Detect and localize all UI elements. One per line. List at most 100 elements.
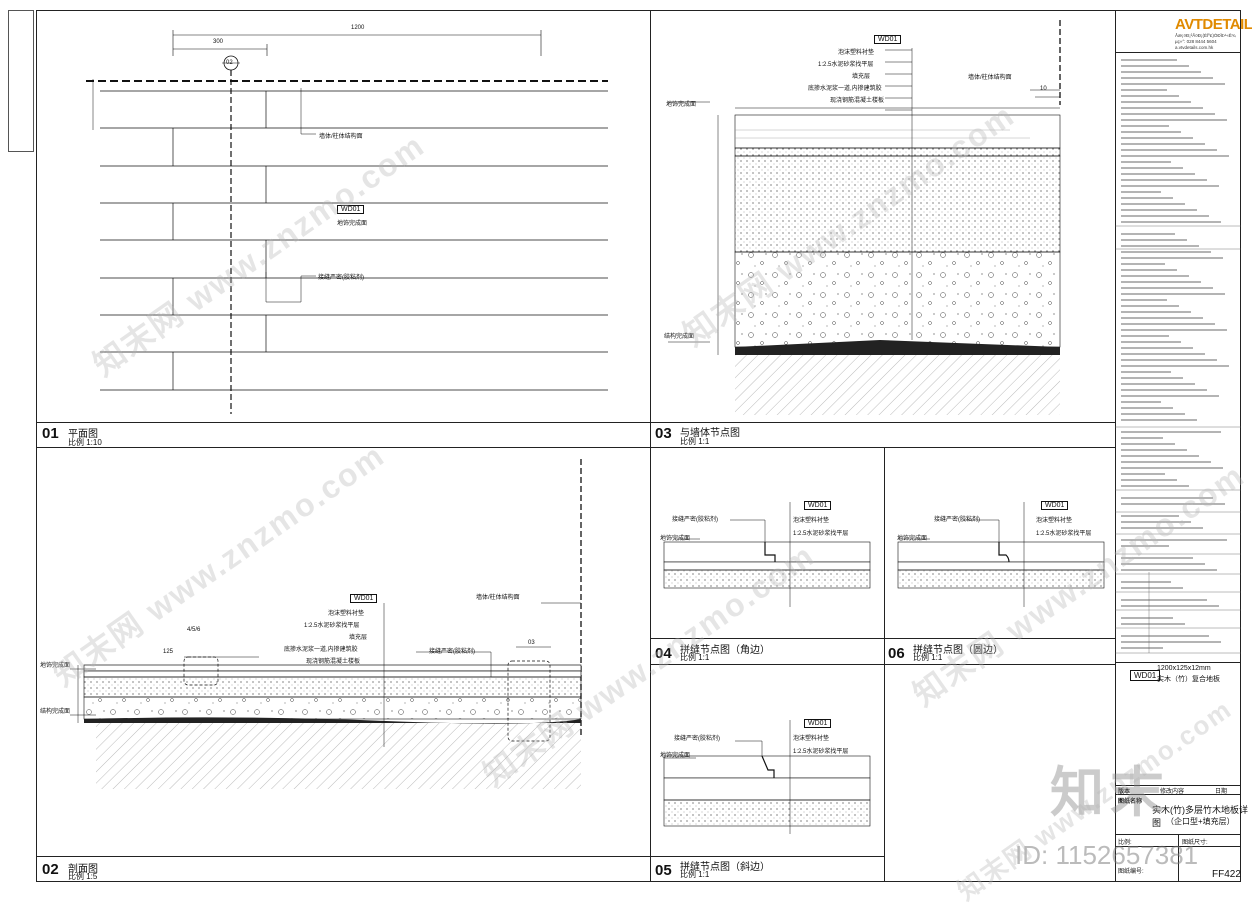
brand-tel: µç»°: 028 8444 5604 — [1175, 39, 1217, 44]
divider — [36, 447, 1115, 448]
divider — [1115, 794, 1241, 795]
drawing-number: FF422 — [1212, 869, 1241, 880]
wall-structure-label: 结构完成面 — [664, 334, 695, 340]
material-tag: WD01 — [1130, 670, 1161, 681]
drawing-title: 实木(竹)多层竹木地板详图 — [1152, 805, 1248, 828]
panel-05-number: 05 — [655, 862, 672, 879]
section-structure-label: 结构完成面 — [40, 709, 71, 715]
joint-06-label: 接缝严密(胶粘剂) — [934, 517, 980, 523]
plan-finish-label: 地饰完成面 — [337, 221, 368, 227]
divider — [884, 664, 885, 882]
wall-layer-5: 现浇钢筋混凝土楼板 — [830, 98, 885, 104]
wall-layer-2: 1:2.5水泥砂浆找平层 — [818, 62, 874, 68]
divider — [36, 856, 650, 857]
joint-04-label: 接缝严密(胶粘剂) — [672, 517, 718, 523]
divider — [884, 447, 885, 664]
scale-label: 比例: — [1118, 840, 1132, 846]
panel-02-title: 剖面图 — [68, 864, 98, 875]
divider — [1115, 662, 1241, 663]
divider — [650, 638, 1115, 639]
section-layer-5: 现浇钢筋混凝土楼板 — [306, 659, 361, 665]
panel-05-scale: 比例 1:1 — [680, 870, 710, 879]
divider — [1115, 785, 1241, 786]
section-layer-3: 填充层 — [349, 635, 368, 641]
wall-material-tag: WD01 — [874, 35, 902, 44]
date-label: 日期 — [1215, 789, 1228, 795]
panel-06-number: 06 — [888, 645, 905, 662]
watermark-brand: 知末 — [1050, 763, 1170, 823]
wall-finish-label: 地饰完成面 — [666, 102, 697, 108]
panel-05-title: 拼缝节点图（斜边） — [680, 862, 770, 873]
joint-05-label: 接缝严密(胶粘剂) — [674, 736, 720, 742]
panel-03-title: 与墙体节点图 — [680, 428, 740, 439]
panel-03-scale: 比例 1:1 — [680, 437, 710, 446]
brand-logo: AVTDETAILS — [1175, 16, 1252, 33]
joint-05-finish: 地饰完成面 — [660, 753, 691, 759]
material-name: 实木（竹）复合地板 — [1157, 676, 1220, 683]
joint-corner-drawing — [663, 502, 871, 607]
section-dim-125: 125 — [163, 649, 174, 655]
joint-04-finish: 地饰完成面 — [660, 536, 691, 542]
divider — [650, 10, 651, 447]
section-ref-2: 03 — [528, 640, 535, 646]
panel-04-number: 04 — [655, 645, 672, 662]
edit-label: 修改内容 — [1160, 789, 1185, 795]
brand-company: Åæ¡¤Ð¡²Å¤Ð¡(ÉÏº£)ÓÐÏÞ¹«Ë¾ — [1175, 33, 1236, 38]
sheet-side-strip — [8, 10, 34, 152]
panel-03-number: 03 — [655, 425, 672, 442]
wall-layer-3: 填充层 — [852, 74, 871, 80]
joint-06-layer-1: 泡沫塑料衬垫 — [1036, 518, 1073, 524]
joint-06-layer-2: 1:2.5水泥砂浆找平层 — [1036, 531, 1092, 537]
panel-04-scale: 比例 1:1 — [680, 653, 710, 662]
panel-01-number: 01 — [42, 425, 59, 442]
brand-web: a.vtvdetails.com.hk — [1175, 45, 1214, 50]
panel-02-scale: 比例 1:5 — [68, 872, 98, 881]
version-label: 版本 — [1118, 789, 1131, 795]
plan-joint-label: 接缝严密(胶粘剂) — [318, 275, 364, 281]
joint-05-tag: WD01 — [804, 719, 832, 728]
drawing-subtitle: （企口型+填充层） — [1166, 817, 1235, 826]
size-label: 图纸尺寸: — [1182, 840, 1208, 846]
joint-05-layer-1: 泡沫塑料衬垫 — [793, 736, 830, 742]
divider — [1178, 834, 1179, 882]
section-material-tag: WD01 — [350, 594, 378, 603]
joint-04-layer-2: 1:2.5水泥砂浆找平层 — [793, 531, 849, 537]
joint-04-layer-1: 泡沫塑料衬垫 — [793, 518, 830, 524]
wall-wall-label: 墙体/柱体结构面 — [968, 75, 1012, 81]
notes-block — [1115, 59, 1241, 654]
plan-wall-label: 墙体/柱体结构面 — [319, 134, 363, 140]
panel-04-title: 拼缝节点图（角边） — [680, 645, 770, 656]
joint-06-tag: WD01 — [1041, 501, 1069, 510]
panel-06-title: 拼缝节点图（圆边） — [913, 645, 1003, 656]
name-label: 图纸名称 — [1118, 799, 1143, 805]
joint-round-drawing — [897, 502, 1105, 607]
section-wall-label: 墙体/柱体结构面 — [476, 595, 520, 601]
panel-01-scale: 比例 1:10 — [68, 438, 102, 447]
divider — [650, 856, 884, 857]
wall-layer-1: 泡沫塑料衬垫 — [838, 50, 875, 56]
wall-dim-10: 10 — [1040, 86, 1047, 92]
wall-detail-drawing — [668, 20, 1061, 415]
panel-01-title: 平面图 — [68, 429, 98, 440]
joint-06-finish: 地饰完成面 — [897, 536, 928, 542]
material-size: 1200x125x12mm — [1157, 665, 1211, 672]
section-layer-4: 底掺水泥浆一道,内掺建筑胶 — [284, 647, 358, 653]
section-finish-label: 地饰完成面 — [40, 663, 71, 669]
watermark-id: ID: 1152657381 — [1015, 840, 1199, 870]
divider — [1115, 10, 1116, 882]
joint-04-tag: WD01 — [804, 501, 832, 510]
joint-bevel-drawing — [663, 720, 871, 834]
joint-05-layer-2: 1:2.5水泥砂浆找平层 — [793, 749, 849, 755]
section-drawing — [70, 459, 582, 789]
plan-material-tag: WD01 — [337, 205, 365, 214]
divider — [36, 422, 1115, 423]
divider — [1115, 52, 1241, 53]
plan-dim-total: 1200 — [351, 25, 365, 31]
divider — [650, 664, 1115, 665]
plan-dim-part: 300 — [213, 39, 224, 45]
section-joint-label: 接缝严密(胶粘剂) — [429, 649, 475, 655]
panel-06-scale: 比例 1:1 — [913, 653, 943, 662]
plan-drawing — [86, 30, 608, 414]
section-layer-2: 1:2.5水泥砂浆找平层 — [304, 623, 360, 629]
panel-02-number: 02 — [42, 861, 59, 878]
